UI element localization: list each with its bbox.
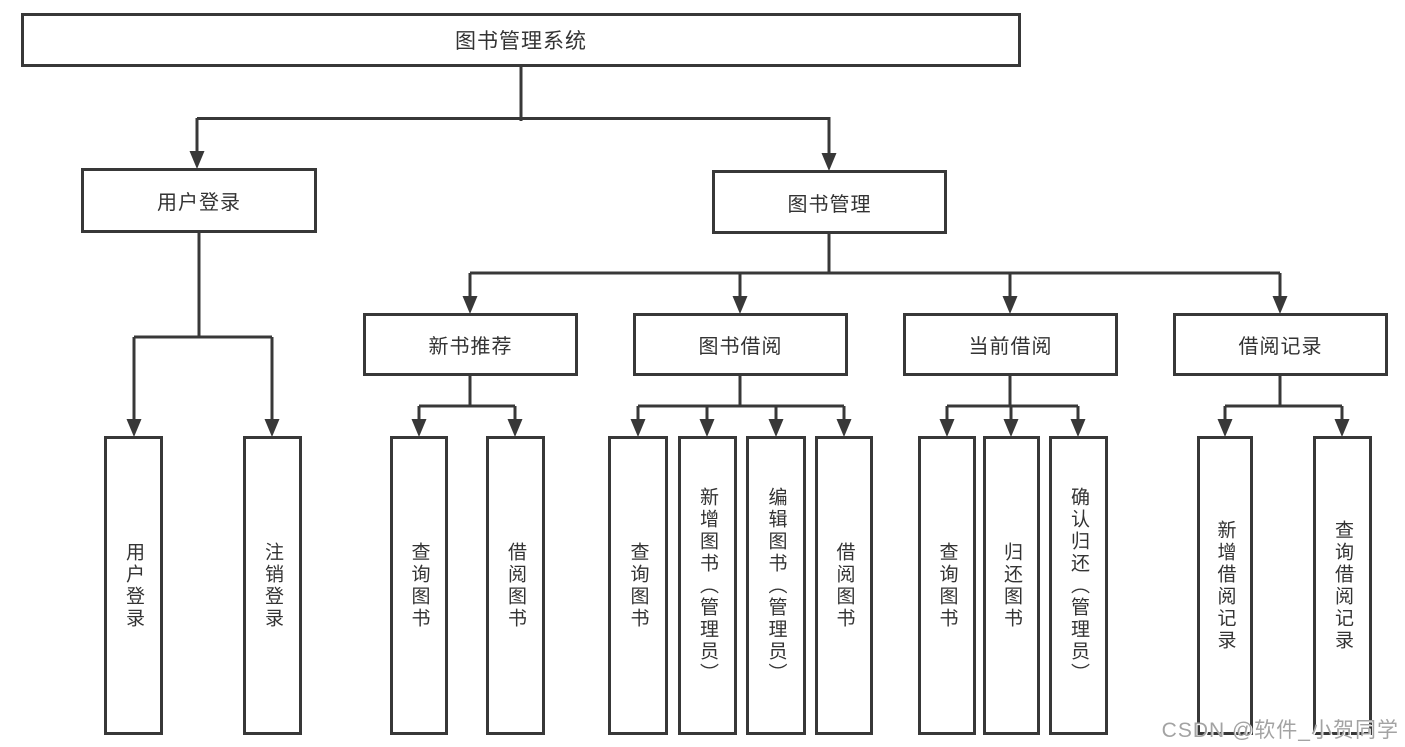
leaf-query-books-1: 查询图书: [390, 436, 448, 735]
node-book-borrow: 图书借阅: [633, 313, 848, 376]
leaf-add-books-admin-label: 新增图书（管理员）: [697, 486, 718, 685]
leaf-borrow-books-2: 借阅图书: [815, 436, 873, 735]
node-root-label: 图书管理系统: [455, 30, 587, 53]
leaf-query-borrow-record: 查询借阅记录: [1313, 436, 1372, 735]
leaf-add-borrow-record: 新增借阅记录: [1197, 436, 1253, 735]
node-book-borrow-label: 图书借阅: [698, 336, 783, 358]
node-borrow-record-label: 借阅记录: [1238, 336, 1323, 358]
leaf-user-login: 用户登录: [104, 436, 163, 735]
node-current-borrow: 当前借阅: [903, 313, 1118, 376]
leaf-query-books-2: 查询图书: [608, 436, 668, 735]
leaf-confirm-return-admin: 确认归还（管理员）: [1049, 436, 1108, 735]
node-user-login: 用户登录: [81, 168, 317, 233]
node-book-management: 图书管理: [712, 170, 947, 234]
leaf-logout: 注销登录: [243, 436, 302, 735]
leaf-borrow-books-2-label: 借阅图书: [833, 541, 855, 630]
arrow-heads: [126, 151, 1350, 437]
node-new-book-recommend-label: 新书推荐: [428, 336, 513, 358]
node-root: 图书管理系统: [21, 13, 1021, 67]
leaf-query-books-3-label: 查询图书: [936, 541, 958, 630]
node-user-login-label: 用户登录: [157, 192, 241, 214]
node-current-borrow-label: 当前借阅: [968, 336, 1053, 358]
leaf-confirm-return-admin-label: 确认归还（管理员）: [1068, 486, 1089, 685]
leaf-logout-label: 注销登录: [262, 541, 283, 630]
leaf-edit-books-admin-label: 编辑图书（管理员）: [765, 486, 787, 685]
leaf-user-login-label: 用户登录: [123, 541, 144, 630]
csdn-watermark: CSDN @软件_小贺同学: [1161, 719, 1399, 742]
node-book-management-label: 图书管理: [787, 193, 872, 216]
node-borrow-record: 借阅记录: [1173, 313, 1388, 376]
leaf-query-books-2-label: 查询图书: [627, 541, 649, 630]
leaf-borrow-books-1: 借阅图书: [486, 436, 545, 735]
leaf-query-books-1-label: 查询图书: [408, 541, 430, 630]
leaf-query-books-3: 查询图书: [918, 436, 976, 735]
leaf-query-borrow-record-label: 查询借阅记录: [1332, 519, 1353, 652]
leaf-add-books-admin: 新增图书（管理员）: [678, 436, 737, 735]
leaf-borrow-books-1-label: 借阅图书: [505, 541, 526, 630]
leaf-add-borrow-record-label: 新增借阅记录: [1214, 519, 1236, 652]
node-new-book-recommend: 新书推荐: [363, 313, 578, 376]
leaf-edit-books-admin: 编辑图书（管理员）: [746, 436, 806, 735]
leaf-return-books-label: 归还图书: [1001, 541, 1022, 630]
leaf-return-books: 归还图书: [983, 436, 1040, 735]
